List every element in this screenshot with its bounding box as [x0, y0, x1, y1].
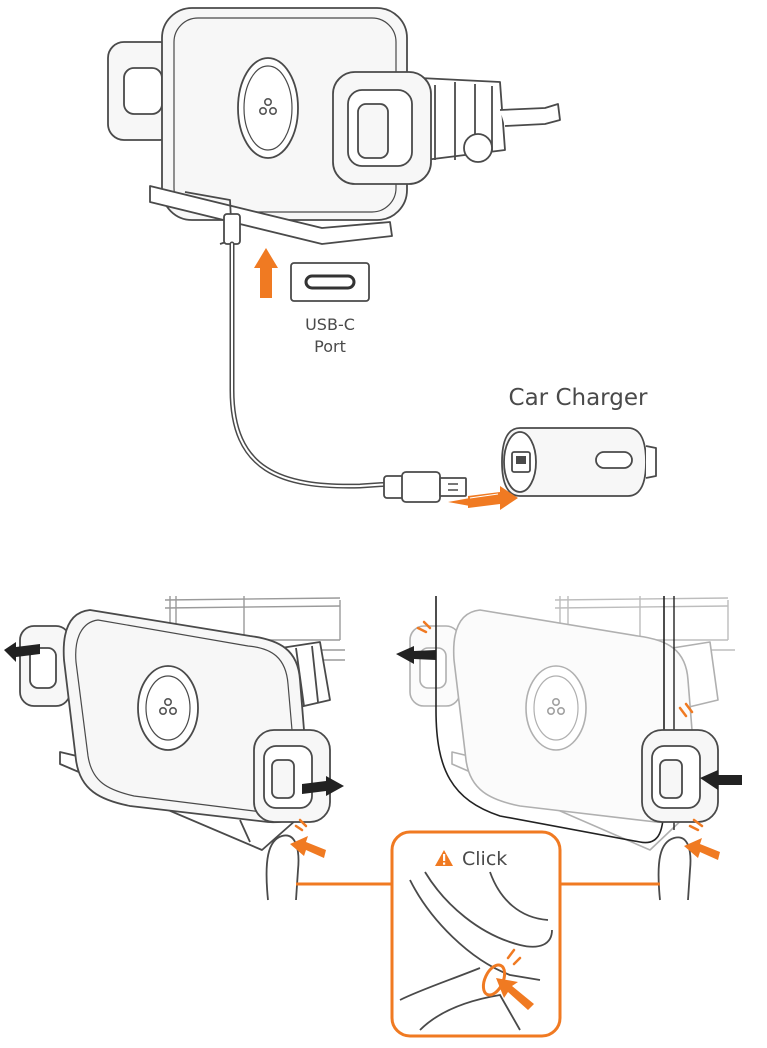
usb-a-plug	[383, 471, 467, 503]
insert-up-arrow	[254, 248, 278, 298]
warning-triangle-icon	[435, 850, 453, 866]
usb-c-plug	[223, 213, 241, 245]
phone-outline	[435, 596, 665, 844]
port-label: Port	[314, 337, 346, 356]
top-mount-illustration	[107, 7, 561, 245]
usb-c-port-icon	[290, 262, 370, 302]
bottom-tray	[149, 185, 393, 245]
mount-left-view	[4, 596, 345, 901]
plug-in-arrow	[448, 486, 518, 510]
vent-clip	[419, 77, 561, 163]
usb-c-label: USB-C	[305, 315, 355, 334]
mount-right-view	[396, 596, 742, 901]
click-callout: Click	[296, 830, 660, 1038]
car-charger	[501, 427, 657, 497]
logo-pad	[237, 57, 299, 159]
car-charger-label: Car Charger	[509, 385, 648, 411]
click-label: Click	[462, 848, 507, 870]
